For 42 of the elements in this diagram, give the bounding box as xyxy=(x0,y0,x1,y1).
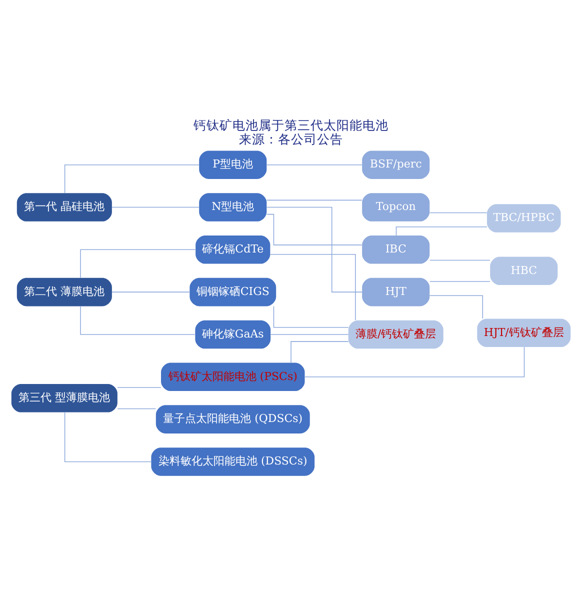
node-box: 铜铟镓硒CIGS xyxy=(190,278,276,306)
connector xyxy=(270,334,349,335)
connector xyxy=(273,306,349,328)
connector xyxy=(396,226,488,236)
connector xyxy=(266,214,362,246)
connector xyxy=(290,341,349,364)
node-box: 量子点太阳能电池 (QDSCs) xyxy=(156,405,310,434)
caption: 来源：各公司公告 xyxy=(239,131,343,146)
connector xyxy=(80,306,196,335)
connector xyxy=(266,200,362,201)
connector xyxy=(429,212,488,214)
connector xyxy=(429,281,490,282)
node-box: 砷化镓GaAs xyxy=(195,320,271,349)
node-box: N型电池 xyxy=(199,193,267,222)
connector xyxy=(117,408,156,410)
node-box: 第一代 晶硅电池 xyxy=(16,193,112,222)
node-box: 第二代 薄膜电池 xyxy=(16,278,112,306)
connector xyxy=(429,260,490,261)
node-box: 薄膜/钙钛矿叠层 xyxy=(348,320,444,349)
node-box: BSF/perc xyxy=(362,150,430,179)
connector xyxy=(64,412,152,462)
connector xyxy=(266,206,362,292)
connector xyxy=(429,295,484,319)
node-box: 钙钛矿太阳能电池 (PSCs) xyxy=(161,362,305,392)
node-box: 第三代 型薄膜电池 xyxy=(11,384,118,412)
node-box: HBC xyxy=(490,256,558,285)
node-box: Topcon xyxy=(362,193,430,222)
node-box: 染料敏化太阳能电池 (DSSCs) xyxy=(151,448,315,476)
node-box: TBC/HPBC xyxy=(486,204,561,232)
connector xyxy=(112,206,200,208)
connector xyxy=(270,254,356,321)
node-box: IBC xyxy=(362,236,430,264)
connector xyxy=(117,387,162,388)
node-box: HJT xyxy=(362,278,430,306)
node-box: 碲化镉CdTe xyxy=(196,236,270,264)
node-box: HJT/钙钛矿叠层 xyxy=(477,318,571,348)
diagram-title: 钙钛矿电池属于第三代太阳能电池 xyxy=(194,117,388,132)
connector xyxy=(64,164,200,194)
connector xyxy=(266,164,362,166)
connector xyxy=(304,346,525,378)
node-box: P型电池 xyxy=(199,150,267,179)
connector xyxy=(80,249,196,278)
